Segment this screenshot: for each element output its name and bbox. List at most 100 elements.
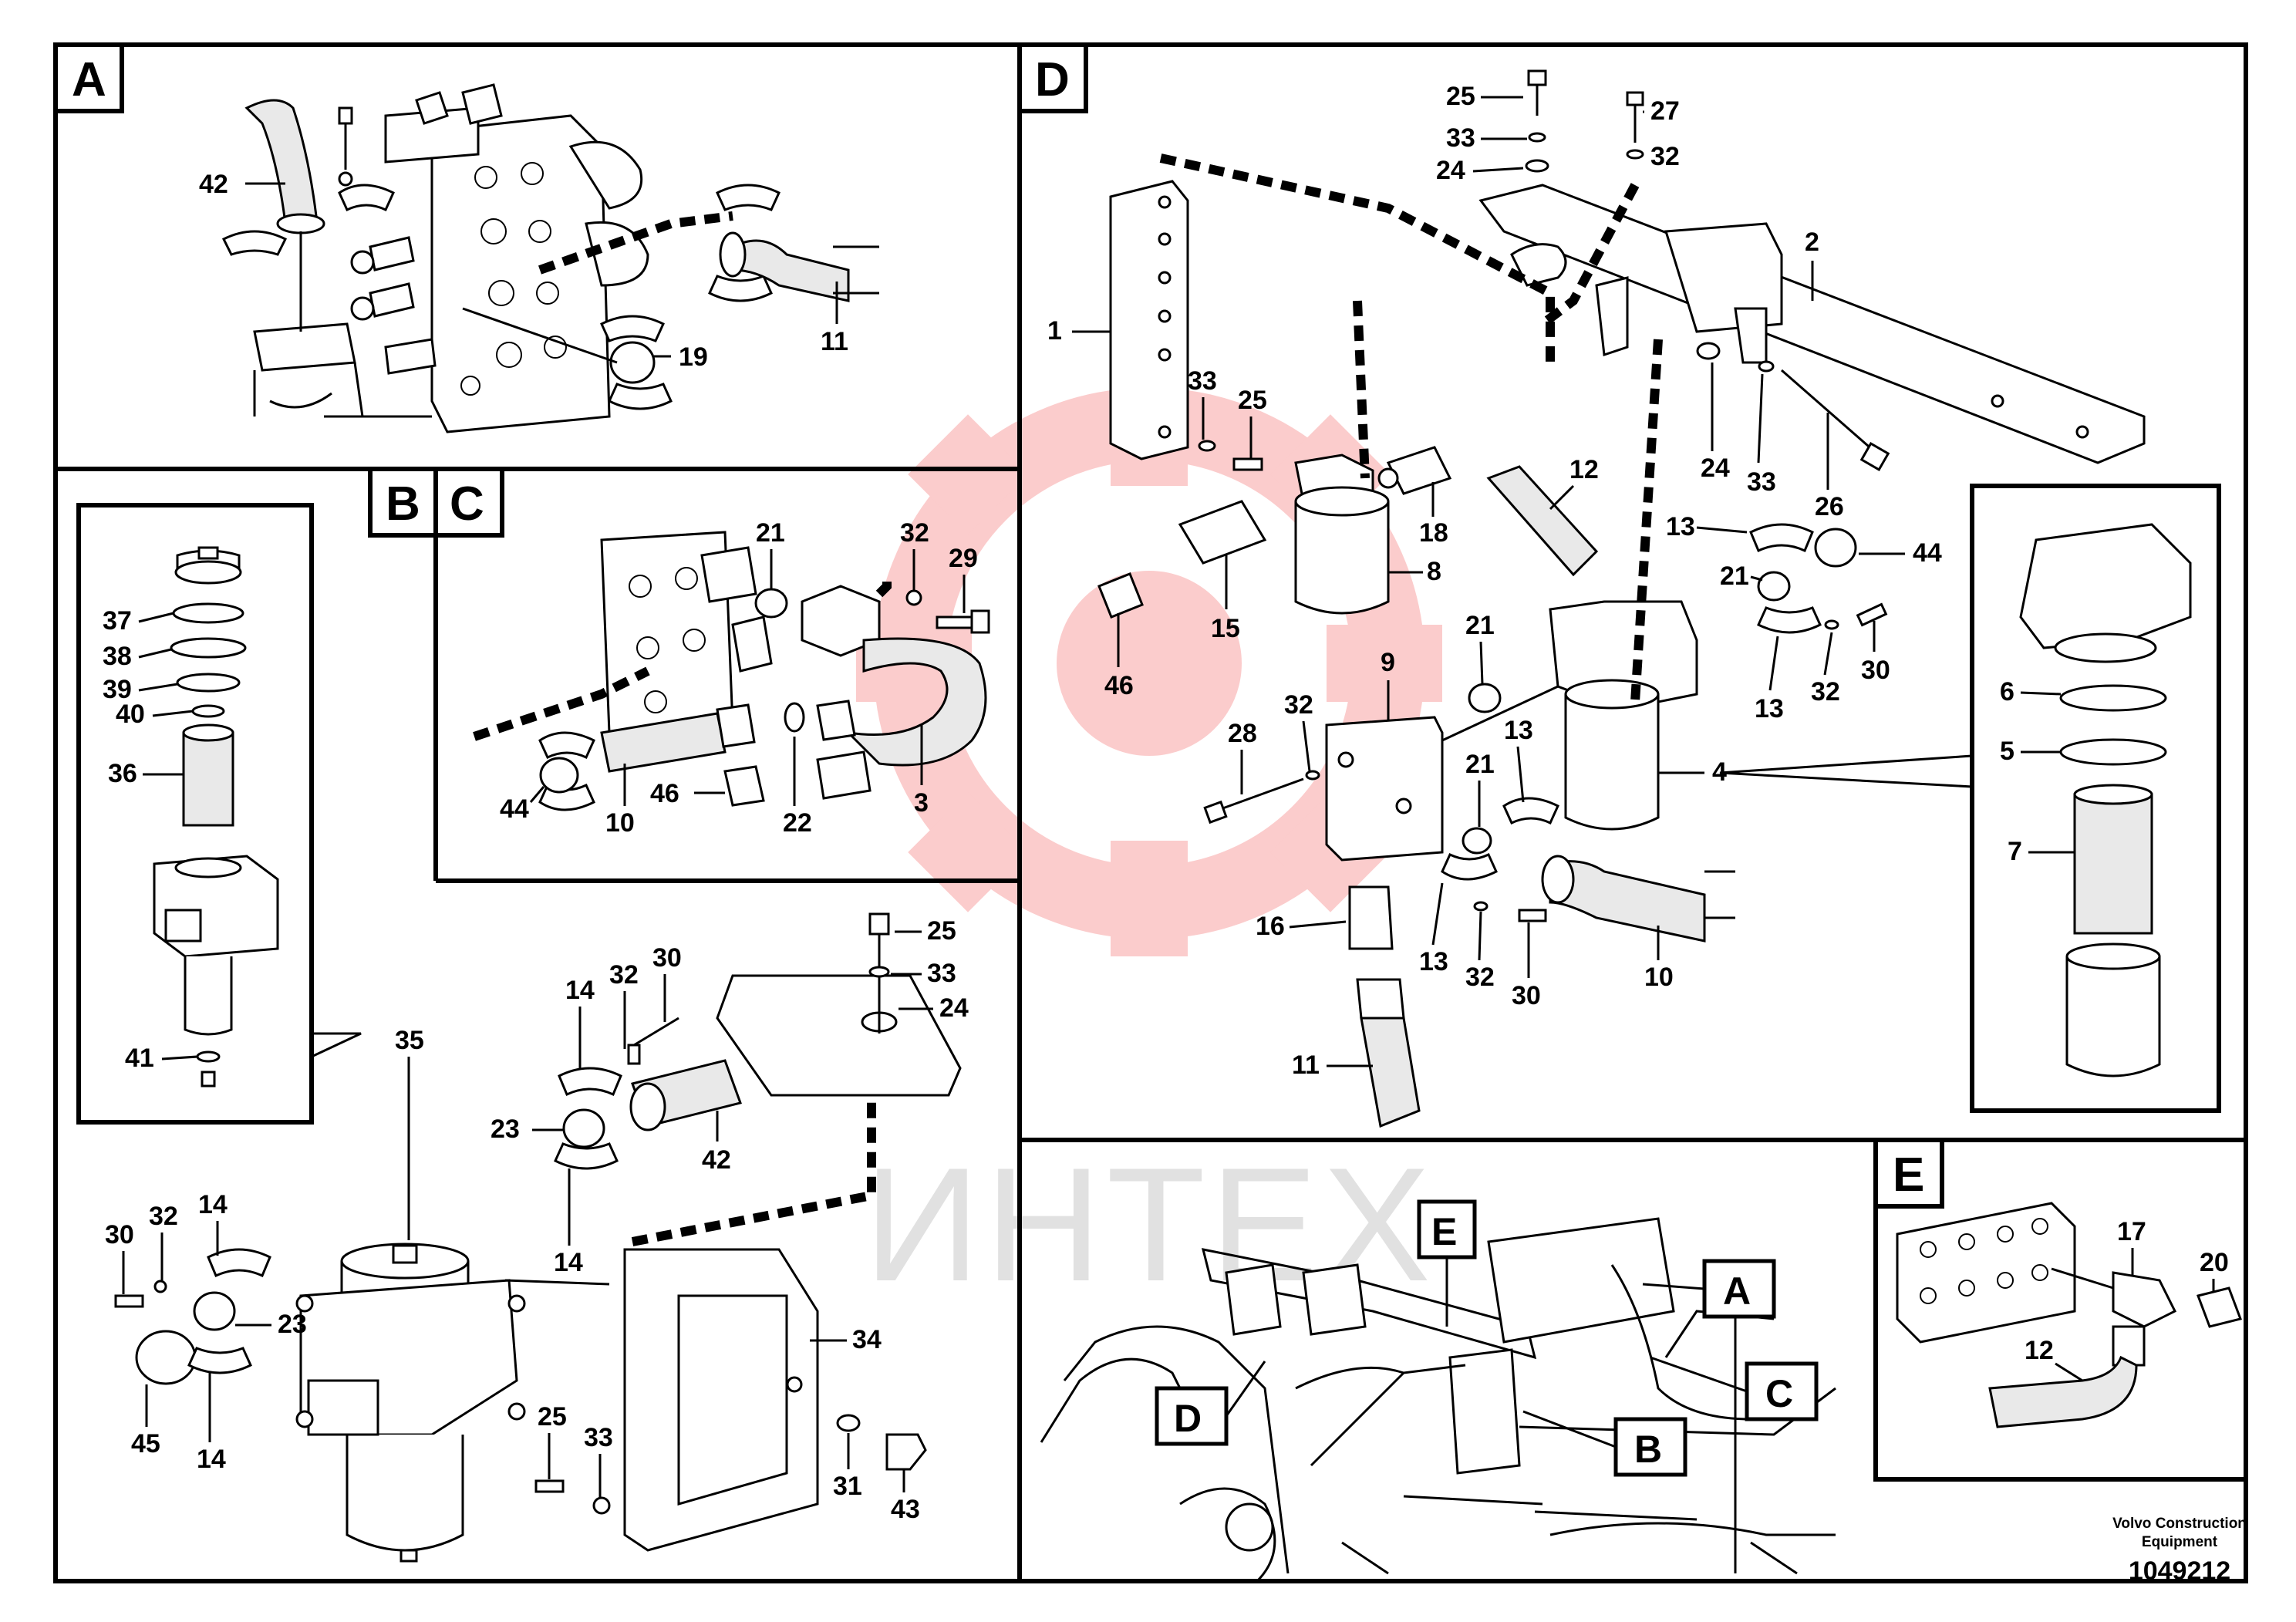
callout-33-d: 33 [1446,123,1475,153]
callout-26: 26 [1815,492,1844,521]
callout-32-d-d: 32 [1465,963,1495,992]
svg-text:D: D [1035,53,1070,106]
callout-12-e: 12 [2025,1336,2054,1365]
callout-2: 2 [1805,228,1819,257]
callout-32-b: 32 [149,1202,178,1231]
panel-d-drawing [1097,69,2146,1128]
callout-32-d: 32 [1650,142,1680,171]
callout-12-d: 12 [1569,455,1599,484]
callout-25-e: 25 [1238,386,1267,415]
overview-label-d: D [1174,1397,1202,1440]
callout-5: 5 [2000,737,2014,766]
overview-label-e: E [1431,1210,1457,1253]
callout-25-d: 25 [1446,82,1475,111]
panel-e-callouts: 17 20 12 [2025,1217,2229,1382]
callout-45: 45 [131,1429,160,1458]
callout-8: 8 [1427,557,1441,586]
callout-32-d-c: 32 [1284,690,1313,720]
inset-pointer [311,1032,362,1058]
panel-b-inset-drawing [153,546,279,1088]
callout-14-a: 14 [565,976,595,1005]
callout-31: 31 [833,1472,862,1501]
drawing-number: 1049212 [2129,1556,2230,1586]
callout-46: 46 [650,779,679,808]
overview-label-b: B [1634,1428,1662,1471]
callout-11-d: 11 [1292,1050,1320,1080]
callout-1: 1 [1047,316,1062,346]
overview-drawing [1040,1217,1836,1583]
callout-28: 28 [1228,719,1257,748]
svg-text:A: A [72,53,106,106]
callout-21-d-a: 21 [1720,561,1749,591]
callout-32-a: 32 [609,960,639,990]
callout-16: 16 [1256,912,1285,941]
callout-13-d-d: 13 [1419,947,1448,976]
callout-11: 11 [821,327,848,356]
callout-42: 42 [199,170,228,199]
callout-33-f: 33 [1747,467,1776,497]
callout-33-b: 33 [927,959,956,988]
panel-c-drawing [473,531,990,811]
callout-39: 39 [103,675,132,704]
callout-44: 44 [500,794,529,824]
callout-21-d-c: 21 [1465,750,1495,779]
callout-10-d: 10 [1644,963,1674,992]
callout-40: 40 [116,700,145,729]
inset-pointer-d [1719,754,1974,788]
callout-42-b: 42 [702,1145,731,1175]
callout-13-d-c: 13 [1504,716,1533,745]
callout-21-d-b: 21 [1465,611,1495,640]
callout-14-b: 14 [554,1248,583,1277]
callout-22: 22 [783,808,812,838]
callout-36: 36 [108,759,137,788]
panel-c-callouts: 21 32 29 44 10 46 22 3 [500,518,978,838]
callout-24-e: 24 [1701,454,1730,483]
panel-b-callouts-inset: 37 38 39 40 36 41 [103,606,198,1073]
callout-27: 27 [1650,96,1680,126]
section-label-e: E [1873,1138,1944,1209]
callout-4: 4 [1712,757,1727,787]
footer: Volvo Construction Equipment 1049212 [2112,1516,2247,1586]
callout-25-c: 25 [538,1402,567,1431]
callout-35: 35 [395,1026,424,1055]
callout-33-c: 33 [584,1423,613,1452]
callout-23-a: 23 [491,1114,520,1144]
company-name-line2: Equipment [2142,1534,2218,1550]
callout-19: 19 [679,342,708,372]
panel-a-callouts: 42 19 11 [199,170,848,372]
callout-44-d: 44 [1913,538,1942,568]
callout-34: 34 [852,1325,882,1354]
callout-23-b: 23 [278,1310,307,1339]
callout-13-d-b: 13 [1755,694,1784,723]
callout-30-b: 30 [105,1220,134,1249]
callout-30-a: 30 [652,943,682,973]
panel-d-callouts: 25 27 33 32 24 2 1 33 25 24 33 26 12 18 … [1047,82,2075,1080]
callout-37: 37 [103,606,132,636]
callout-29: 29 [949,544,978,573]
company-name-line1: Volvo Construction [2112,1516,2247,1532]
overview-callouts: E A C D B [1155,1199,1819,1477]
callout-32: 32 [900,518,929,548]
callout-15: 15 [1211,614,1240,643]
panel-a-drawing [221,83,879,433]
callout-41: 41 [125,1044,154,1073]
callout-9: 9 [1381,648,1395,677]
callout-20: 20 [2200,1248,2229,1277]
section-label-d: D [1017,42,1088,113]
callout-46-d: 46 [1104,671,1134,700]
overview-label-c: C [1765,1372,1793,1415]
callout-24-b: 24 [939,993,969,1023]
callout-14-d: 14 [197,1445,226,1474]
callout-13-d-a: 13 [1666,512,1695,541]
panel-b-main-drawing [114,912,962,1563]
callout-43: 43 [891,1495,920,1524]
callout-33-e: 33 [1188,366,1217,396]
svg-text:E: E [1893,1148,1924,1202]
callout-10: 10 [605,808,635,838]
panel-d-inset-drawing [2019,523,2192,1077]
callout-14-c: 14 [198,1190,228,1219]
callout-24-d: 24 [1436,156,1465,185]
callout-25-b: 25 [927,916,956,946]
callout-3: 3 [914,788,929,818]
